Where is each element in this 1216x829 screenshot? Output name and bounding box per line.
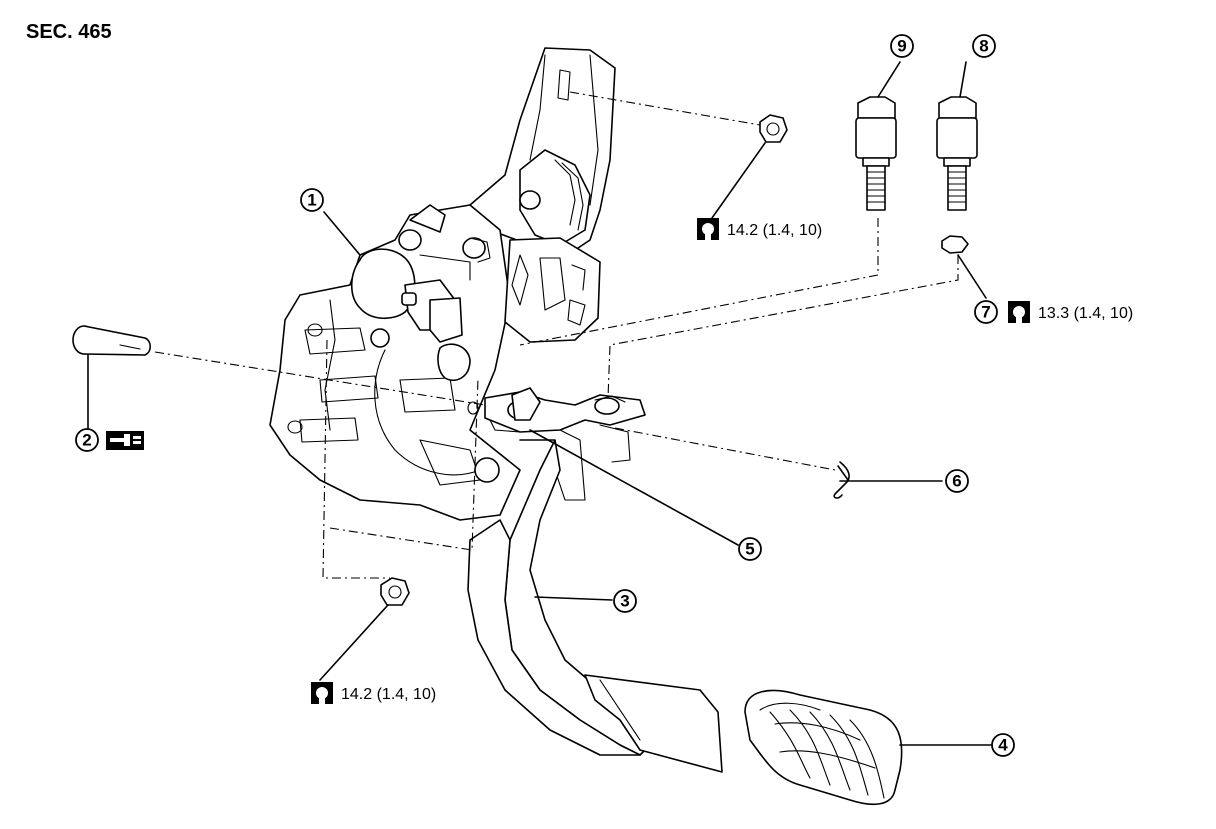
- torque-wrench-icon: [1008, 301, 1030, 323]
- callout-8-label: 8: [979, 37, 988, 56]
- callout-4-label: 4: [998, 736, 1008, 755]
- callout-9: 9: [890, 34, 914, 58]
- switch-assembly: [350, 204, 491, 382]
- callout-4: 4: [991, 733, 1015, 757]
- section-label: SEC. 465: [26, 21, 112, 43]
- torque-value-lower: 14.2 (1.4, 10): [341, 686, 436, 703]
- locknut-7: [941, 235, 969, 254]
- clevis-pin: [72, 325, 152, 356]
- lower-nut: [380, 577, 410, 606]
- leader-lines: [87, 61, 993, 746]
- callout-7: 7: [974, 300, 998, 324]
- callout-1: 1: [300, 188, 324, 212]
- torque-value-locknut: 13.3 (1.4, 10): [1038, 305, 1133, 322]
- switch-8: [936, 96, 978, 211]
- callout-3-label: 3: [620, 592, 629, 611]
- callout-2-label: 2: [82, 431, 91, 450]
- callout-5: 5: [738, 537, 762, 561]
- clevis-area: [467, 387, 646, 501]
- torque-value-upper: 14.2 (1.4, 10): [727, 222, 822, 239]
- callout-9-label: 9: [897, 37, 906, 56]
- switch-9: [855, 96, 897, 211]
- torque-spec-lower: 14.2 (1.4, 10): [311, 682, 436, 704]
- callout-5-label: 5: [745, 540, 754, 559]
- grease-icon: [106, 431, 144, 450]
- callout-2: 2: [75, 428, 99, 452]
- pedal-arm: [467, 439, 723, 773]
- callout-8: 8: [972, 34, 996, 58]
- callout-6: 6: [945, 469, 969, 493]
- assembly-centerlines: [154, 91, 959, 579]
- pedal-pad: [744, 689, 903, 806]
- callout-1-label: 1: [307, 191, 316, 210]
- callout-6-label: 6: [952, 472, 961, 491]
- pedal-bracket: [269, 47, 616, 521]
- torque-spec-locknut: 13.3 (1.4, 10): [1008, 301, 1133, 323]
- upper-nut: [759, 114, 788, 143]
- callout-3: 3: [613, 589, 637, 613]
- snap-pin: [833, 461, 850, 499]
- torque-spec-upper: 14.2 (1.4, 10): [697, 218, 822, 240]
- callout-7-label: 7: [981, 303, 990, 322]
- torque-wrench-icon: [697, 218, 719, 240]
- torque-wrench-icon: [311, 682, 333, 704]
